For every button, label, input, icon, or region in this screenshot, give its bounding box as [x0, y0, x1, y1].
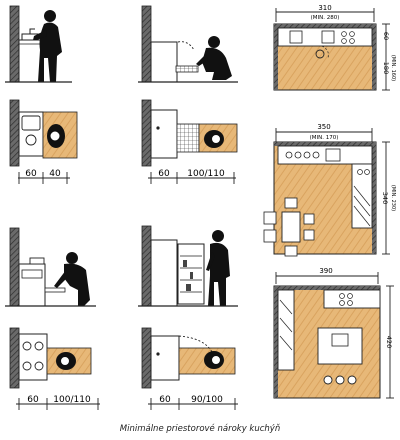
dim-oven-a: 60 — [27, 395, 39, 405]
dim-plan1-width: 310 — [318, 4, 331, 12]
sink-elevation — [5, 5, 72, 83]
kitchen-plan-island: 390 420 — [273, 267, 394, 399]
dim-fridge-a: 60 — [159, 395, 171, 405]
dishwasher-elevation — [138, 5, 238, 83]
person-topview-fridge — [204, 351, 224, 369]
dim-fridge-b: 90/100 — [191, 395, 223, 405]
dim-plan1-depth: 60 — [382, 32, 390, 40]
dim-plan2-width-min: (MIN. 170) — [310, 135, 339, 141]
dim-sink-b: 40 — [49, 169, 61, 179]
person-topview-dishwasher — [204, 130, 224, 148]
person-silhouette-oven — [54, 252, 90, 306]
dim-plan2-height-min: (MIN. 230) — [390, 185, 396, 211]
figure-caption: Minimálne priestorové nároky kuchýň — [119, 424, 281, 434]
kitchen-plan-single-row: 310 (MIN. 280) 60 180 (MIN. 160) — [273, 4, 396, 91]
person-silhouette-sink — [33, 10, 62, 82]
dim-plan2-width: 350 — [317, 123, 330, 131]
oven-elevation — [5, 227, 96, 307]
oven-plan: 60 100/110 — [9, 327, 100, 410]
dim-plan2-height: 340 — [381, 192, 389, 204]
person-silhouette-dishwasher — [196, 36, 232, 80]
dim-plan1-height: 180 — [382, 62, 390, 74]
kitchen-island — [317, 327, 363, 385]
dim-dish-b: 100/110 — [187, 169, 225, 179]
dim-plan1-width-min: (MIN. 280) — [311, 15, 340, 21]
dim-dish-a: 60 — [158, 169, 170, 179]
dining-table — [263, 197, 315, 257]
dim-sink-a: 60 — [25, 169, 37, 179]
dim-plan3-width: 390 — [319, 267, 332, 275]
dim-plan3-height: 420 — [385, 336, 393, 348]
dim-plan1-height-min: (MIN. 160) — [390, 55, 396, 81]
dim-oven-b: 100/110 — [53, 395, 91, 405]
dishwasher-plan: 60 100/110 — [141, 99, 238, 184]
person-silhouette-fridge — [206, 230, 230, 306]
fridge-plan: 60 90/100 — [141, 327, 238, 410]
person-topview-oven — [56, 352, 76, 370]
fridge-elevation — [138, 225, 238, 307]
person-topview-sink — [47, 124, 65, 148]
kitchen-plan-l-shape: 350 (MIN. 170) 340 (MIN. 230) — [263, 123, 396, 257]
sink-plan: 60 40 — [9, 99, 78, 184]
